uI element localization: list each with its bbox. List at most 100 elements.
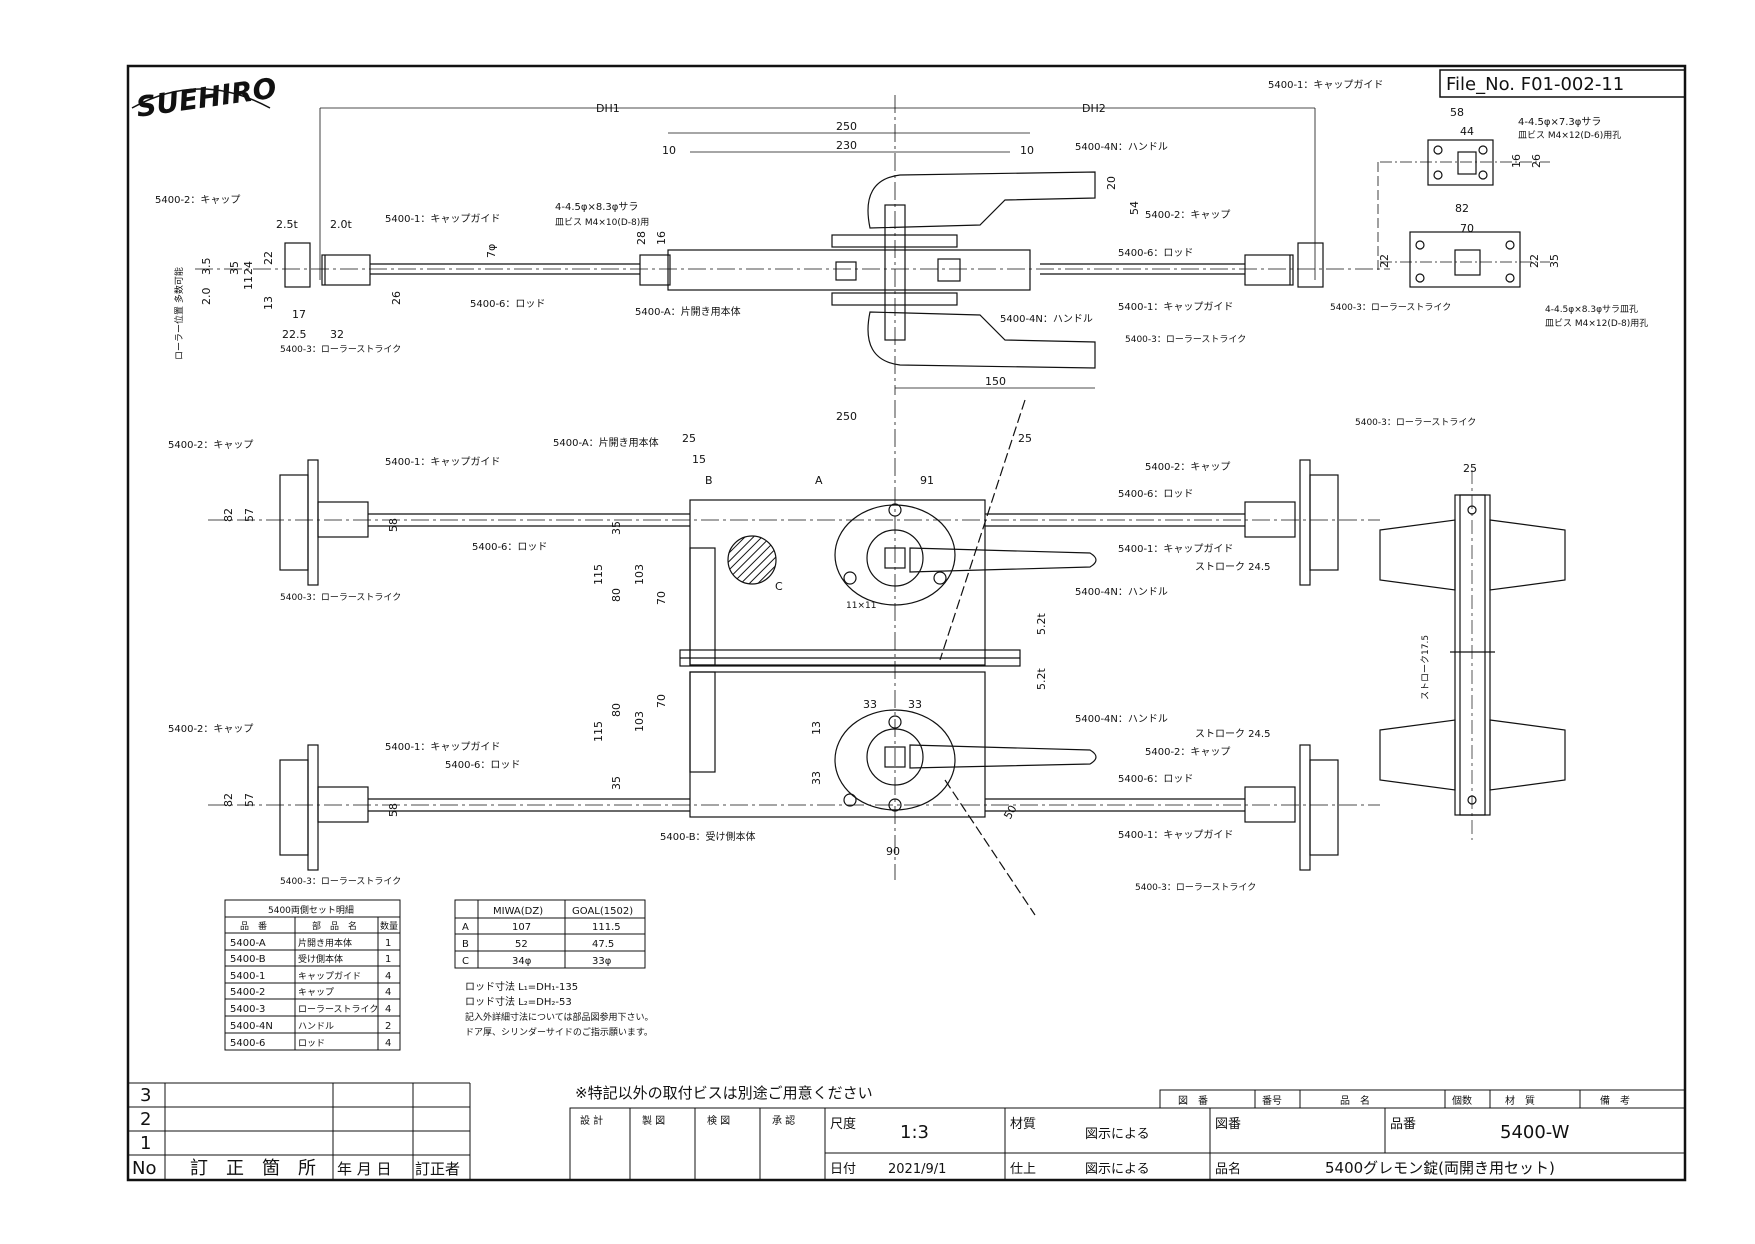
dim-m-103b: 103 — [633, 711, 646, 732]
tb-head-name: 品 名 — [1340, 1094, 1370, 1107]
size-cell: 52 — [515, 939, 528, 950]
tb-finish-label: 仕上 — [1010, 1162, 1036, 1177]
tb-sign-approve: 承 認 — [772, 1114, 795, 1127]
dim-m-115b: 115 — [592, 721, 605, 742]
tb-head-material: 材 質 — [1505, 1094, 1535, 1107]
strike-detail — [1377, 139, 1550, 288]
label-handle-top-2: 5400-4N：ハンドル — [1000, 314, 1093, 325]
dim-22: 22 — [262, 251, 275, 265]
file-no: File_No. F01-002-11 — [1446, 74, 1624, 95]
tb-date-label: 日付 — [830, 1162, 856, 1177]
dim-m-33c: 33 — [810, 771, 823, 785]
label-b-guide-left: 5400-1：キャップガイド — [385, 741, 500, 753]
label-guide-top-right: 5400-1：キャップガイド — [1118, 301, 1233, 313]
dim-m-C: C — [775, 580, 783, 593]
dim-m-33b: 33 — [908, 698, 922, 711]
parts-cell: ローラーストライク — [298, 1004, 378, 1015]
label-screw-top-2: 皿ビス M4×10(D-8)用 — [555, 217, 649, 228]
label-b-body: 5400-B：受け側本体 — [660, 830, 756, 843]
label-tr-screw-2: 皿ビス M4×12(D-6)用孔 — [1518, 130, 1621, 141]
rev-row-3: 3 — [140, 1085, 151, 1106]
label-screw-top: 4-4.5φ×8.3φサラ — [555, 201, 638, 213]
label-handle-top: 5400-4N：ハンドル — [1075, 142, 1168, 153]
dim-dh2: DH2 — [1082, 102, 1106, 115]
parts-th-no: 品 番 — [240, 920, 267, 932]
size-cell: 34φ — [512, 956, 532, 967]
tb-scale-label: 尺度 — [830, 1116, 856, 1132]
tb-material: 図示による — [1085, 1127, 1150, 1142]
size-cell: 47.5 — [592, 939, 614, 950]
dim-m-B: B — [705, 474, 713, 487]
parts-th-qty: 数量 — [380, 920, 398, 932]
rev-header-location: 訂 正 箇 所 — [190, 1158, 316, 1179]
dim-26: 26 — [390, 291, 403, 305]
dim-2-5t: 2.5t — [276, 218, 298, 231]
parts-cell: 1 — [385, 938, 391, 949]
dim-tr-82: 82 — [1455, 202, 1469, 215]
dim-m-103a: 103 — [633, 564, 646, 585]
dim-l-57a: 57 — [243, 508, 256, 522]
dim-tr-44: 44 — [1460, 125, 1474, 138]
parts-cell: ロッド — [298, 1039, 325, 1049]
dim-l-58b: 58 — [387, 803, 400, 817]
size-cell: 33φ — [592, 956, 612, 967]
file-no-box — [1439, 69, 1686, 98]
rev-row-1: 1 — [140, 1133, 151, 1154]
parts-th-name: 部 品 名 — [312, 920, 357, 932]
revision-block — [128, 1082, 471, 1180]
assembly-view — [208, 399, 1566, 916]
dim-17: 17 — [292, 308, 306, 321]
size-cell: 107 — [512, 922, 531, 933]
label-guide-top-left: 5400-1：キャップガイド — [385, 213, 500, 225]
size-cell: B — [462, 939, 469, 950]
note-detail: 記入外詳細寸法については部品図参用下さい。 — [465, 1011, 654, 1023]
logo-text: SUEHIRO — [134, 71, 278, 123]
tb-head-number: 番号 — [1262, 1095, 1282, 1107]
dim-tr-22b: 22 — [1528, 254, 1541, 268]
parts-cell: 5400-2 — [230, 987, 265, 998]
note-rod-1: ロッド寸法 L₁=DH₁-135 — [465, 980, 578, 993]
dim-22-5: 22.5 — [282, 328, 307, 341]
parts-rows: 5400-A 片開き用本体 1 5400-B 受け側本体 1 5400-1 キャ… — [230, 937, 391, 1049]
tb-sign-check: 検 図 — [707, 1114, 730, 1127]
label-b-cap-left: 5400-2：キャップ — [168, 723, 253, 735]
note-door: ドア厚、シリンダーサイドのご指示願います。 — [465, 1026, 653, 1038]
parts-cell: キャップ — [298, 987, 334, 998]
dim-tr-22a: 22 — [1378, 254, 1391, 268]
parts-cell: 4 — [385, 1004, 391, 1015]
dim-11: 11 — [242, 276, 255, 290]
dim-tr-35: 35 — [1548, 254, 1561, 268]
label-cap-top-left: 5400-2：キャップ — [155, 194, 240, 206]
parts-cell: 5400-1 — [230, 971, 265, 982]
label-tr-guide: 5400-1：キャップガイド — [1268, 79, 1383, 91]
parts-cell: 片開き用本体 — [298, 937, 352, 949]
dim-m-115a: 115 — [592, 564, 605, 585]
parts-cell: 受け側本体 — [298, 953, 343, 965]
parts-cell: 4 — [385, 987, 391, 998]
dim-side-25: 25 — [1463, 462, 1477, 475]
label-b-cap-right: 5400-2：キャップ — [1145, 746, 1230, 758]
size-th-miwa: MIWA(DZ) — [493, 906, 543, 917]
screw-note: ※特記以外の取付ビスは別途ご用意ください — [575, 1084, 873, 1102]
tb-scale: 1:3 — [900, 1122, 929, 1143]
parts-cell: 2 — [385, 1021, 391, 1032]
label-m-rod-left: 5400-6：ロッド — [472, 542, 547, 553]
dim-tr-16: 16 — [1510, 154, 1523, 168]
dim-m-25b: 25 — [1018, 432, 1032, 445]
dim-m-5-2a: 5.2t — [1035, 613, 1048, 635]
dim-tr-26: 26 — [1530, 154, 1543, 168]
label-rod-top-left: 5400-6：ロッド — [470, 299, 545, 310]
label-m-guide-left: 5400-1：キャップガイド — [385, 456, 500, 468]
dim-10-left: 10 — [662, 144, 676, 157]
top-view — [195, 95, 1390, 395]
dim-32: 32 — [330, 328, 344, 341]
tb-name: 5400グレモン錠(両開き用セット) — [1325, 1159, 1555, 1177]
parts-table-title: 5400両側セット明細 — [268, 904, 354, 916]
label-m-cap-left: 5400-2：キャップ — [168, 439, 253, 451]
parts-cell: キャップガイド — [298, 971, 361, 982]
label-m-strike-left: 5400-3：ローラーストライク — [280, 592, 401, 603]
label-tr-screw: 4-4.5φ×7.3φサラ — [1518, 116, 1601, 128]
size-cell: A — [462, 922, 469, 933]
size-th-goal: GOAL(1502) — [572, 906, 633, 917]
